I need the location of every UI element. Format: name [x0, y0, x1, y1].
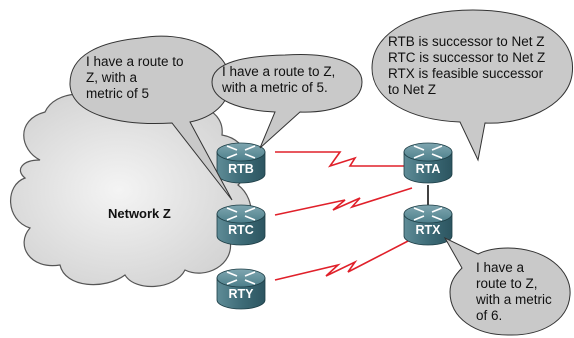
serial-link-rtb-rta: [275, 151, 405, 168]
rtx-bubble-line: with a metric: [476, 292, 552, 307]
router-arrow: [431, 207, 443, 213]
network-cloud: [10, 93, 252, 287]
rtx-speech-bubble: [443, 236, 571, 336]
rtc-bubble-line: metric of 5: [86, 86, 150, 101]
cloud-shape: [10, 93, 252, 287]
router-rtc: [216, 204, 266, 246]
router-arrow: [226, 153, 238, 159]
serial-link-rtc-rta: [274, 187, 413, 216]
speech-bubbles: [69, 9, 574, 336]
router-arrow: [244, 153, 256, 159]
rtb-bubble-line: with a metric of 5.: [222, 80, 328, 95]
rtc-bubble-line: Z, with a: [86, 70, 138, 85]
router-top: [216, 268, 266, 288]
rtb-bubble-text: I have a route to Z, with a metric of 5.: [222, 64, 372, 96]
rtc-bubble-line: I have a route to: [86, 54, 184, 69]
router-arrow: [226, 215, 238, 221]
rta-bubble-text: RTB is successor to Net Z RTC is success…: [388, 34, 572, 98]
rtc-bubble-text: I have a route to Z, with a metric of 5: [86, 54, 226, 102]
router-top: [403, 142, 453, 162]
rtb-bubble-line: I have a route to Z,: [222, 64, 336, 79]
router-rta: [403, 142, 453, 184]
router-label-rtc: RTC: [228, 223, 254, 237]
rta-speech-bubble: [371, 9, 574, 162]
router-arrow: [413, 153, 425, 159]
router-top: [403, 204, 453, 224]
router-top: [216, 142, 266, 162]
router-label-rta: RTA: [415, 162, 441, 176]
router-arrow: [226, 271, 238, 277]
rtx-bubble-line: I have a: [476, 260, 525, 275]
serial-link-rty-rtx: [274, 239, 411, 281]
router-label-rtb: RTB: [228, 162, 254, 176]
router-rty: [216, 268, 266, 310]
router-arrow: [244, 207, 256, 213]
rta-bubble-line: to Net Z: [388, 82, 437, 97]
router-arrow: [244, 145, 256, 151]
router-label-rtx: RTX: [415, 223, 441, 237]
router-label-rty: RTY: [228, 287, 254, 301]
rta-bubble-line: RTC is successor to Net Z: [388, 50, 546, 65]
router-top: [216, 204, 266, 224]
router-arrow: [244, 215, 256, 221]
router-arrow: [431, 153, 443, 159]
links: [274, 151, 429, 281]
rtb-speech-bubble: [211, 53, 363, 149]
rta-bubble-line: RTB is successor to Net Z: [388, 34, 545, 49]
router-arrow: [413, 145, 425, 151]
router-arrow: [244, 271, 256, 277]
router-rtx: [403, 204, 453, 246]
router-arrow: [244, 279, 256, 285]
rta-bubble-line: RTX is feasible successor: [388, 66, 544, 81]
router-arrow: [431, 145, 443, 151]
router-arrow: [413, 215, 425, 221]
router-arrow: [431, 215, 443, 221]
rtc-speech-bubble: [69, 35, 233, 201]
rtx-bubble-line: of 6.: [476, 308, 503, 323]
routers: [216, 142, 453, 310]
rtx-bubble-line: route to Z,: [476, 276, 538, 291]
router-arrow: [226, 207, 238, 213]
router-rtb: [216, 142, 266, 184]
router-arrow: [226, 279, 238, 285]
rtx-bubble-text: I have a route to Z, with a metric of 6.: [476, 260, 572, 324]
router-arrow: [226, 145, 238, 151]
router-arrow: [413, 207, 425, 213]
network-z-label: Network Z: [108, 206, 171, 221]
